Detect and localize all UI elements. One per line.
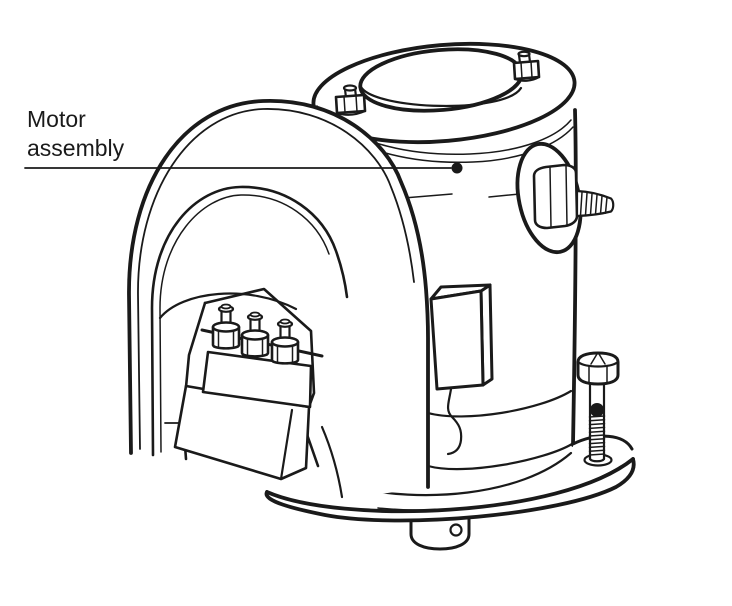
terminal-post [270,318,300,365]
terminal-post [211,303,241,350]
shaft-nut [532,163,579,230]
terminal-block [173,303,324,481]
annotation: Motor assembly [24,106,463,174]
base-plate [264,434,636,523]
junction-box [429,283,494,391]
mounting-bolt [576,351,620,463]
pedestal-bands [426,389,574,471]
shaft-boss [515,141,615,255]
stub-hole [449,523,463,537]
shaft-stud [575,189,615,218]
conduit-wire [446,387,463,456]
bolt-collar-dot [590,403,604,417]
top-bolt-right [512,50,541,82]
bolt-head [576,351,620,386]
leader-dot [451,162,463,174]
label-line-1: Motor [27,106,86,132]
motor-top-cap [311,41,577,164]
label-line-2: assembly [27,135,125,161]
top-bolt-left [334,84,367,116]
housing-front-arch [150,185,349,457]
terminal-post [240,311,270,358]
